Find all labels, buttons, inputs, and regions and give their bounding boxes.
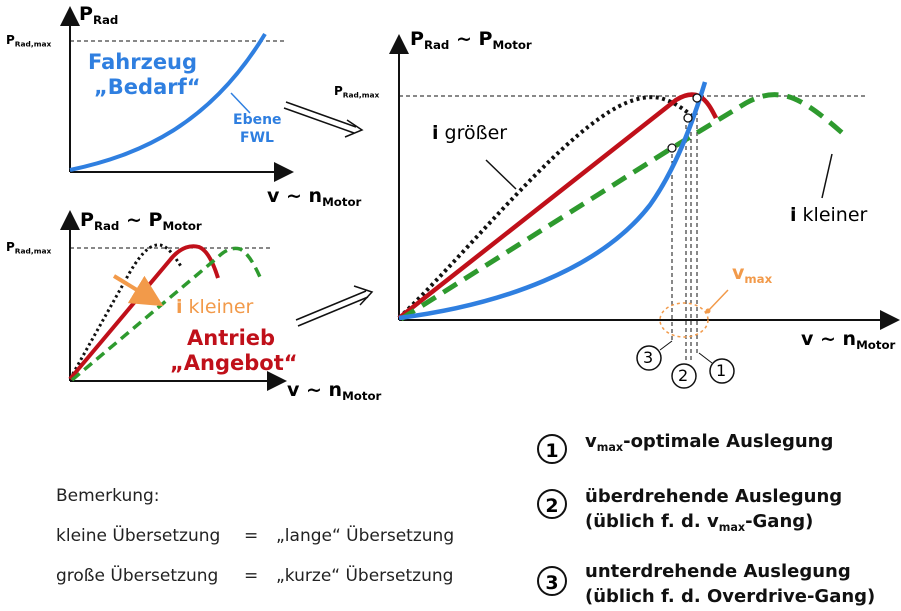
tl-label-bedarf: „Bedarf“ xyxy=(94,75,201,99)
transfer-arrow-bottom xyxy=(295,285,374,327)
marker-number-3: 3 xyxy=(643,348,654,367)
main-x-axis-label: v ~ nMotor xyxy=(801,328,896,353)
legend-item-2-line2: (üblich f. d. vmax-Gang) xyxy=(585,511,814,534)
vmax-leader-dot xyxy=(705,308,711,314)
tl-x-axis-label: v ~ nMotor xyxy=(267,185,362,210)
legend-item-3-line1: unterdrehende Auslegung xyxy=(585,561,851,582)
bl-curve-black-dotted xyxy=(68,243,184,380)
transfer-arrow-top xyxy=(283,101,364,138)
bl-orange-arrow xyxy=(112,274,164,307)
i-bigger-leader xyxy=(485,159,517,190)
legend-item-1: vmax-optimale Auslegung xyxy=(585,431,834,454)
bl-label-antrieb: Antrieb xyxy=(187,326,276,350)
legend-circle-3: 3 xyxy=(537,566,567,596)
marker-leader-1 xyxy=(698,352,713,364)
remarks-row2-right: „kurze“ Übersetzung xyxy=(276,566,454,586)
vmax-leader xyxy=(707,289,729,312)
intersection-point-3 xyxy=(667,143,677,153)
panel-top-left xyxy=(60,6,294,182)
marker-number-1: 1 xyxy=(716,361,727,380)
legend-item-2-line1: überdrehende Auslegung xyxy=(585,486,843,507)
bl-x-axis-label: v ~ nMotor xyxy=(287,379,382,404)
tl-demand-curve xyxy=(69,32,267,172)
panel-main xyxy=(389,34,900,389)
legend-circle-2: 2 xyxy=(537,489,567,519)
main-curve-blue xyxy=(398,81,708,321)
legend-item-3-line2: (üblich f. d. Overdrive-Gang) xyxy=(585,586,876,607)
marker-number-2: 2 xyxy=(678,366,689,385)
tl-label-fahrzeug: Fahrzeug xyxy=(88,50,198,74)
remarks-row1-eq: = xyxy=(244,526,259,546)
bl-curve-green-dashed xyxy=(70,246,262,382)
i-smaller-leader xyxy=(821,153,833,199)
marker-circle-3 xyxy=(636,345,662,371)
tl-curve-label-fwl: FWL xyxy=(240,130,274,146)
main-i-smaller-label: i kleiner xyxy=(790,204,868,226)
bl-pmax-label: PRad,max xyxy=(6,240,52,256)
marker-circle-1 xyxy=(709,358,735,384)
bl-curve-red xyxy=(68,244,220,381)
tl-pmax-label: PRad,max xyxy=(6,33,52,49)
bl-i-smaller-label: i kleiner xyxy=(176,296,254,318)
marker-circle-2 xyxy=(671,363,697,389)
main-y-axis-label: PRad ~ PMotor xyxy=(410,28,532,53)
panel-bottom-left xyxy=(60,210,287,391)
bl-label-angebot: „Angebot“ xyxy=(170,351,298,375)
bl-y-axis-label: PRad ~ PMotor xyxy=(80,209,202,234)
intersection-point-2 xyxy=(683,113,693,123)
remarks-row1-right: „lange“ Übersetzung xyxy=(276,526,455,546)
main-pmax-label: PRad,max xyxy=(334,84,380,100)
tl-y-axis-label: PRad xyxy=(79,3,119,28)
remarks-row2-left: große Übersetzung xyxy=(56,566,219,586)
legend-circle-1: 1 xyxy=(537,434,567,464)
remarks-row1-left: kleine Übersetzung xyxy=(56,526,221,546)
intersection-point-1 xyxy=(692,93,702,103)
remarks-title: Bemerkung: xyxy=(56,486,160,506)
main-curve-green-dashed xyxy=(399,92,850,322)
vmax-ellipse xyxy=(659,302,709,338)
main-i-bigger-label: i größer xyxy=(432,122,508,144)
marker-leader-3 xyxy=(659,340,673,351)
main-vmax-label: vmax xyxy=(732,262,773,287)
tl-curve-label-leader xyxy=(230,92,251,114)
tl-curve-label-ebene: Ebene xyxy=(233,112,282,128)
remarks-row2-eq: = xyxy=(244,566,259,586)
